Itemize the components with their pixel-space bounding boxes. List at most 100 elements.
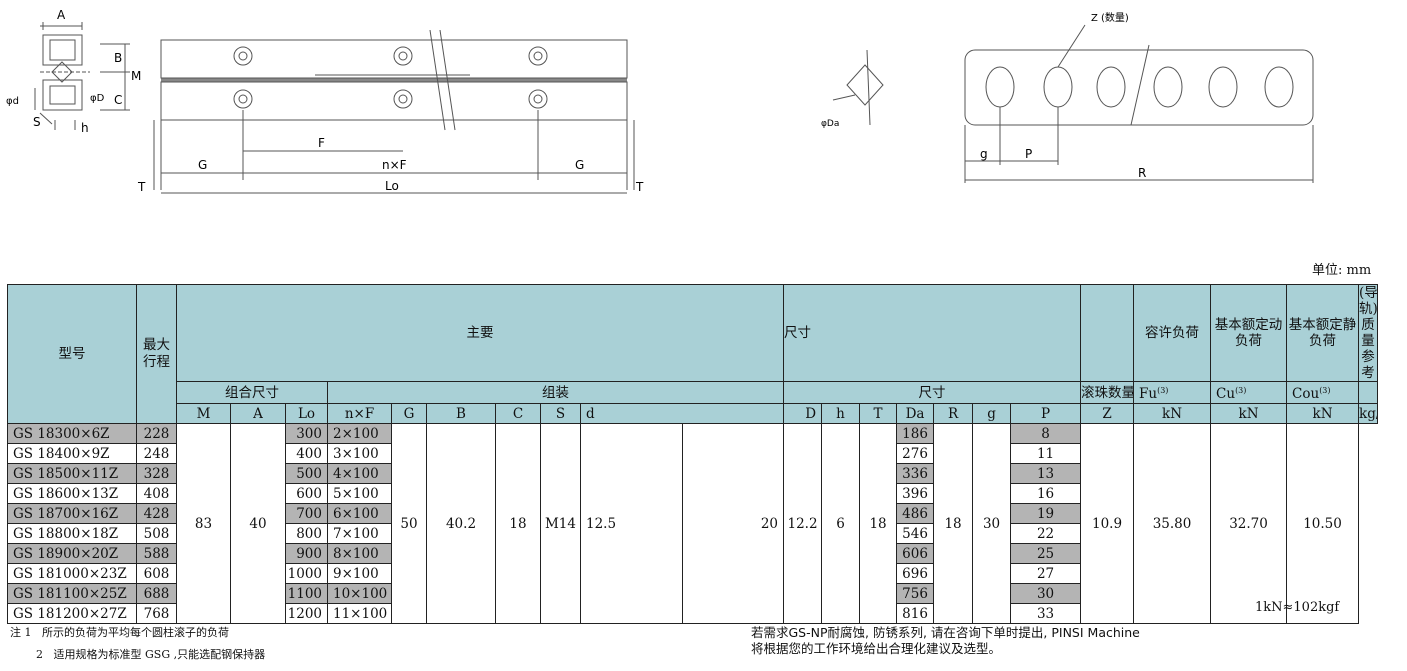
col-z: Z [1080, 403, 1135, 424]
header-dims: 尺寸 [783, 284, 1082, 382]
dim-label-t-right: T [635, 180, 644, 194]
cell-t: 6 [821, 423, 861, 624]
col-b: B [426, 403, 496, 424]
dim-label-t-left: T [137, 180, 146, 194]
cell-a: 40 [230, 423, 286, 624]
cell-stroke: 228 [136, 423, 177, 444]
cell-r: 336 [896, 463, 935, 484]
cell-z: 11 [1010, 443, 1082, 464]
cell-model: GS 181100×25Z [7, 583, 137, 604]
col-d: d [579, 403, 785, 424]
cell-nxf: 8×100 [327, 543, 392, 564]
spec-table: 型号 最大行程 主要 尺寸 容许负荷 基本额定动负荷 基本额定静负荷 (导轨)质… [7, 284, 1378, 624]
col-nxf: n×F [327, 403, 392, 424]
col-g: G [391, 403, 427, 424]
cell-cu: 35.80 [1133, 423, 1212, 624]
cell-lo: 300 [285, 423, 328, 444]
cell-g2: 18 [933, 423, 974, 624]
header-group-dims: 组合尺寸 [176, 381, 328, 404]
header-fu: Fu(3) [1133, 381, 1212, 404]
cell-z: 8 [1010, 423, 1082, 444]
cell-stroke: 588 [136, 543, 177, 564]
cell-da: 18 [859, 423, 898, 624]
header-dyn-load: 基本额定动负荷 [1210, 284, 1288, 382]
corrosion-note-line-2: 将根据您的工作环境给出合理化建议及选型。 [751, 641, 1002, 656]
dim-label-lo: Lo [385, 179, 399, 193]
dim-label-b: B [114, 51, 122, 65]
dim-label-g-left: G [198, 158, 207, 172]
dim-label-g-right: G [575, 158, 584, 172]
header-max-stroke: 最大行程 [136, 284, 177, 424]
cell-z: 33 [1010, 603, 1082, 624]
cell-model: GS 18300×6Z [7, 423, 137, 444]
cell-nxf: 7×100 [327, 523, 392, 544]
cell-g: 50 [391, 423, 427, 624]
table-row: GS 181100×25Z 688 1100 10×100 756 30 [7, 583, 1378, 604]
col-da: Da [896, 403, 935, 424]
cell-r: 606 [896, 543, 935, 564]
cell-r: 756 [896, 583, 935, 604]
cell-b: 40.2 [426, 423, 496, 624]
cell-model: GS 18600×13Z [7, 483, 137, 504]
cell-r: 696 [896, 563, 935, 584]
cell-lo: 500 [285, 463, 328, 484]
cell-r: 186 [896, 423, 935, 444]
header-size: 尺寸 [783, 381, 1082, 404]
col-mass-unit: kg/m [1358, 403, 1378, 424]
dim-label-z: Z (数量) [1091, 11, 1129, 24]
cell-r: 396 [896, 483, 935, 504]
cell-nxf: 6×100 [327, 503, 392, 524]
footnotes: 注 1 所示的负荷为平均每个圆柱滚子的负荷 2 适用规格为标准型 GSG ,只能… [10, 622, 265, 666]
cell-stroke: 768 [136, 603, 177, 624]
cell-nxf: 2×100 [327, 423, 392, 444]
cell-lo: 800 [285, 523, 328, 544]
cell-model: GS 181200×27Z [7, 603, 137, 624]
cell-r: 546 [896, 523, 935, 544]
cell-nxf: 9×100 [327, 563, 392, 584]
dim-label-f: F [318, 136, 325, 150]
dim-label-d: φd [6, 96, 19, 107]
col-cou-unit: kN [1286, 403, 1360, 424]
header-mass-blank [1358, 381, 1378, 404]
header-model: 型号 [7, 284, 137, 424]
col-lo: Lo [285, 403, 328, 424]
dim-label-m: M [131, 69, 141, 83]
footnote-2: 2 适用规格为标准型 GSG ,只能选配钢保持器 [36, 648, 266, 661]
cell-model: GS 18900×20Z [7, 543, 137, 564]
cell-s: M14 [540, 423, 581, 624]
header-mass: (导轨)质量参考 [1358, 284, 1378, 382]
header-static-load: 基本额定静负荷 [1286, 284, 1360, 382]
cell-lo: 1200 [285, 603, 328, 624]
cell-r: 486 [896, 503, 935, 524]
cell-stroke: 508 [136, 523, 177, 544]
cage-plate-drawing: Z (数量) g P R [964, 11, 1314, 183]
cell-z: 16 [1010, 483, 1082, 504]
cell-z: 19 [1010, 503, 1082, 524]
table-row: GS 181200×27Z 768 1200 11×100 816 33 [7, 603, 1378, 624]
corrosion-note-line-1: 若需求GS-NP耐腐蚀, 防锈系列, 请在咨询下单时提出, PINSI Mach… [751, 625, 1140, 640]
table-row: GS 18700×16Z 428 700 6×100 486 19 [7, 503, 1378, 524]
table-row: GS 18600×13Z 408 600 5×100 396 16 [7, 483, 1378, 504]
cell-h: 12.2 [783, 423, 823, 624]
col-m: M [176, 403, 231, 424]
cell-d: 12.5 [580, 423, 683, 624]
cell-stroke: 608 [136, 563, 177, 584]
dim-label-r: R [1138, 166, 1146, 180]
col-p: P [1010, 403, 1082, 424]
cell-p: 30 [972, 423, 1012, 624]
cell-big-d: 20 [681, 423, 785, 624]
cell-nxf: 4×100 [327, 463, 392, 484]
header-empty [1080, 284, 1135, 382]
dim-label-nxf: n×F [382, 158, 407, 172]
cell-r: 276 [896, 443, 935, 464]
header-assembly: 组装 [326, 381, 785, 404]
corrosion-note: 若需求GS-NP耐腐蚀, 防锈系列, 请在咨询下单时提出, PINSI Mach… [751, 625, 1140, 657]
cell-nxf: 5×100 [327, 483, 392, 504]
cell-model: GS 18800×18Z [7, 523, 137, 544]
cell-stroke: 408 [136, 483, 177, 504]
table-row: GS 18500×11Z 328 500 4×100 336 13 [7, 463, 1378, 484]
cell-stroke: 428 [136, 503, 177, 524]
cell-lo: 400 [285, 443, 328, 464]
col-h: h [821, 403, 861, 424]
dim-label-da: φDa [821, 119, 839, 129]
